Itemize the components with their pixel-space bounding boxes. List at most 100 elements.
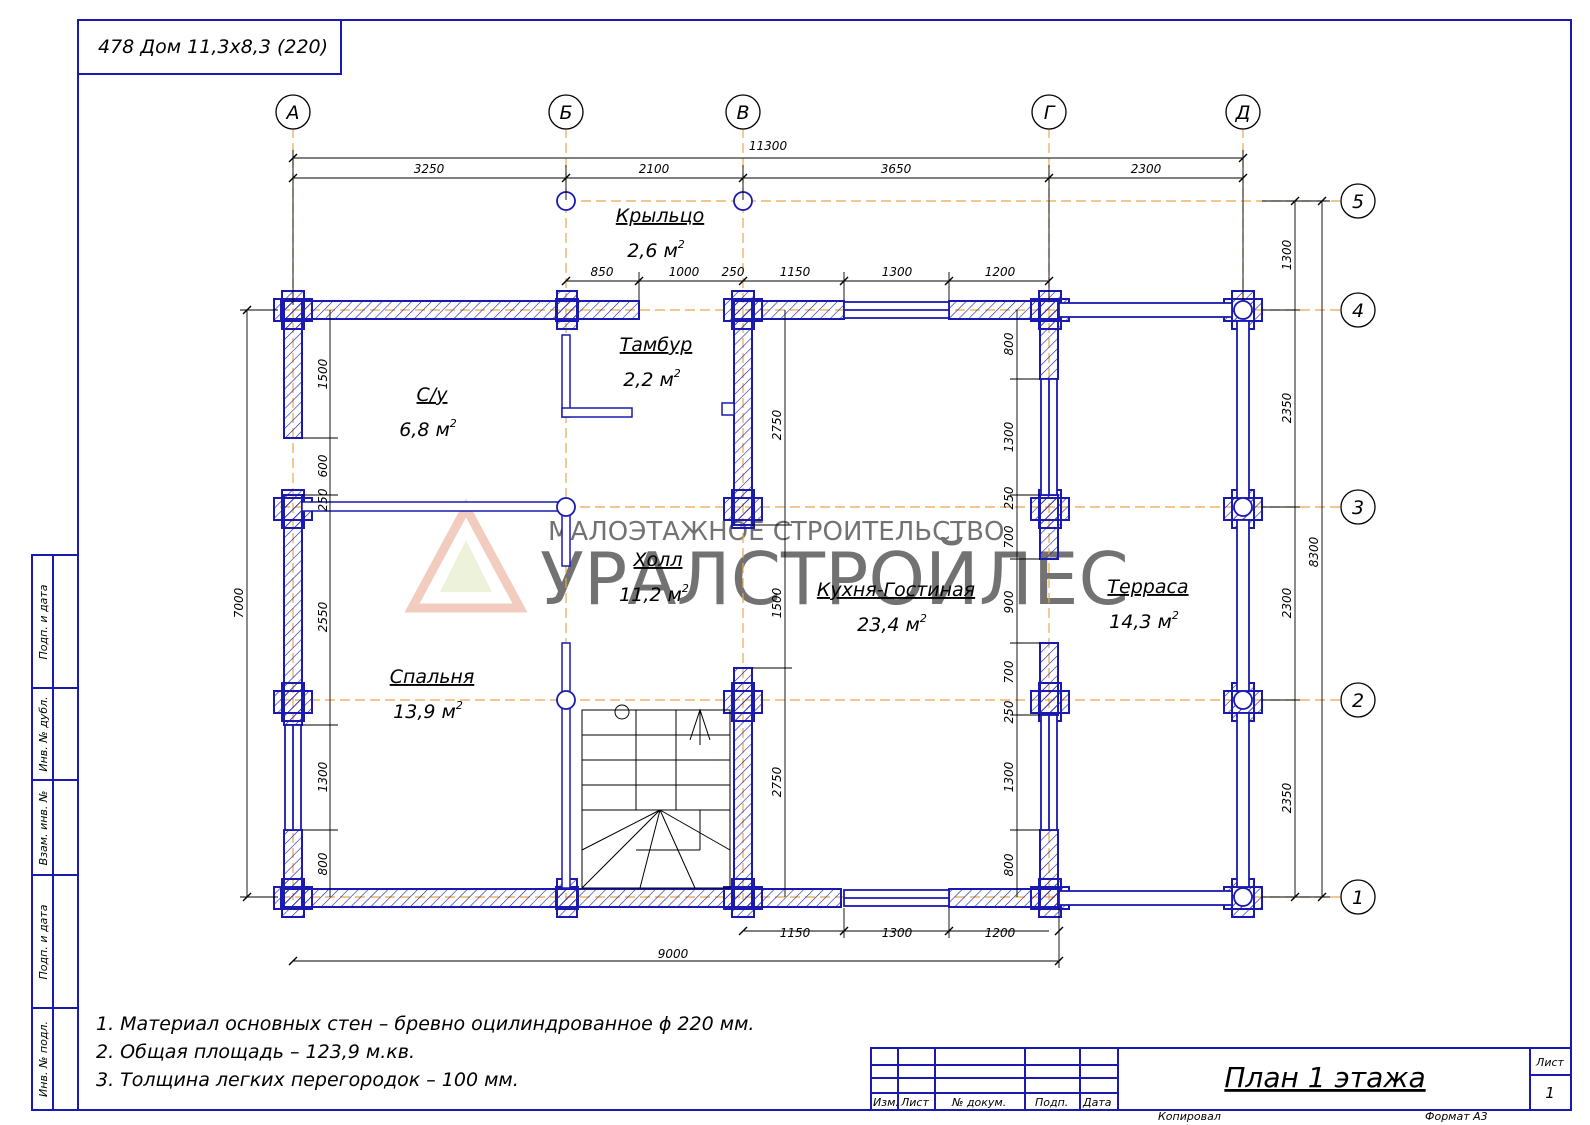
room-name: С/у: [417, 384, 449, 406]
dim-right-1: 1300: [1280, 239, 1294, 270]
room-bedroom: Спальня 13,9 м2: [390, 666, 475, 723]
notes: 1. Материал основных стен – бревно оцили…: [96, 1013, 754, 1091]
dim-top-1: 3250: [414, 162, 445, 176]
dim-kitchen-7: 250: [1002, 700, 1016, 723]
side-stamp: Подп. и дата Инв. № дубл. Взам. инв. № П…: [31, 554, 79, 1111]
dim-bottom-3: 1200: [985, 926, 1016, 940]
tb-header-3: № докум.: [951, 1096, 1006, 1109]
windows: [284, 301, 1250, 907]
axis-label-v: В: [736, 102, 749, 124]
walls: [273, 290, 1263, 918]
axis-label-d: Д: [1235, 102, 1251, 124]
dim-kitchen-9: 800: [1002, 853, 1016, 876]
room-bathroom: С/у 6,8 м2: [399, 384, 457, 441]
dim-kitchen-5: 900: [1002, 590, 1016, 613]
dim-left-3: 250: [316, 488, 330, 511]
dim-kitchen-2: 1300: [1002, 421, 1016, 452]
dim-left-5: 1300: [316, 761, 330, 792]
room-area: 23,4 м2: [857, 612, 927, 636]
dim-kitchen-6: 700: [1002, 660, 1016, 683]
watermark: МАЛОЭТАЖНОЕ СТРОИТЕЛЬСТВО УРАЛСТРОЙЛЕС: [404, 498, 1129, 621]
note-3: 3. Толщина легких перегородок – 100 мм.: [96, 1069, 519, 1091]
dim-porch-1: 850: [591, 265, 614, 279]
side-stamp-1: Подп. и дата: [37, 584, 50, 659]
room-name: Холл: [633, 549, 683, 571]
tb-header-4: Подп.: [1035, 1096, 1068, 1109]
dimension-lines: [240, 150, 1330, 968]
room-area: 13,9 м2: [393, 699, 463, 723]
dim-kitchen-4: 700: [1002, 525, 1016, 548]
dim-kitchen-1: 800: [1002, 332, 1016, 355]
note-2: 2. Общая площадь – 123,9 м.кв.: [96, 1041, 415, 1063]
room-name: Спальня: [390, 666, 475, 688]
room-name: Терраса: [1107, 576, 1188, 598]
side-stamp-2: Инв. № дубл.: [37, 696, 50, 771]
dim-overall-bottom: 9000: [658, 947, 689, 961]
dim-porch-5: 1300: [882, 265, 913, 279]
room-vestibule: Тамбур 2,2 м2: [620, 334, 693, 391]
tb-header-1: Изм.: [873, 1096, 899, 1109]
dim-porch-4: 1150: [780, 265, 811, 279]
room-area: 11,2 м2: [619, 582, 689, 606]
axis-label-g: Г: [1044, 102, 1056, 124]
dim-left-4: 2550: [316, 601, 330, 632]
dim-right-3: 2300: [1280, 587, 1294, 618]
dim-top-4: 2300: [1131, 162, 1162, 176]
room-name: Кухня-Гостиная: [817, 579, 975, 601]
dim-top-2: 2100: [639, 162, 670, 176]
room-porch: Крыльцо 2,6 м2: [616, 205, 704, 262]
dim-top-3: 3650: [881, 162, 912, 176]
watermark-logo-icon: [404, 498, 528, 613]
dim-overall-top: 11300: [749, 139, 788, 153]
side-stamp-4: Подп. и дата: [37, 904, 50, 979]
room-name: Тамбур: [620, 334, 693, 356]
dimension-texts: 11300 3250 2100 3650 2300 850 1000 250 1…: [414, 139, 1162, 961]
dim-porch-6: 1200: [985, 265, 1016, 279]
room-area: 14,3 м2: [1109, 609, 1179, 633]
dim-left-overall: 7000: [232, 587, 246, 618]
dim-left-6: 800: [316, 852, 330, 875]
room-area: 2,6 м2: [627, 238, 685, 262]
dim-right-overall: 8300: [1307, 536, 1321, 567]
axis-label-2: 2: [1352, 690, 1364, 712]
sheet-number: 1: [1545, 1084, 1555, 1102]
axis-labels: А Б В Г Д 5 4 3 2 1: [285, 102, 1365, 909]
sheet-label: Лист: [1535, 1056, 1564, 1069]
dim-left-2: 600: [316, 454, 330, 477]
title-block: Изм. Лист № докум. Подп. Дата План 1 эта…: [870, 1047, 1572, 1123]
vertical-dimension-texts: 7000 1500 600 250 2550 1300 800 2750 150…: [232, 239, 1321, 876]
tb-header-2: Лист: [900, 1096, 929, 1109]
sheet-title: План 1 этажа: [1224, 1061, 1425, 1094]
dim-bottom-2: 1300: [882, 926, 913, 940]
porch-posts: [556, 191, 1253, 907]
room-kitchen-living: Кухня-Гостиная 23,4 м2: [817, 579, 975, 636]
project-title: 478 Дом 11,3х8,3 (220): [98, 36, 328, 58]
dim-right-4: 2350: [1280, 782, 1294, 813]
axis-label-4: 4: [1352, 300, 1364, 322]
axis-lines: [280, 128, 1340, 900]
watermark-line2: УРАЛСТРОЙЛЕС: [540, 537, 1129, 621]
room-area: 2,2 м2: [623, 367, 681, 391]
axis-label-3: 3: [1352, 497, 1364, 519]
side-stamp-5: Инв. № подл.: [37, 1021, 50, 1097]
dim-center-3: 2750: [770, 766, 784, 797]
dim-porch-2: 1000: [669, 265, 700, 279]
room-hall: Холл 11,2 м2: [619, 549, 689, 606]
room-area: 6,8 м2: [399, 417, 457, 441]
dim-right-2: 2350: [1280, 392, 1294, 423]
room-terrace: Терраса 14,3 м2: [1107, 576, 1188, 633]
dimension-ticks: [242, 153, 1327, 966]
axis-label-a: А: [285, 102, 300, 124]
axis-label-5: 5: [1352, 191, 1364, 213]
axis-markers: [275, 94, 1376, 915]
dim-bottom-1: 1150: [780, 926, 811, 940]
note-1: 1. Материал основных стен – бревно оцили…: [96, 1013, 754, 1035]
staircase: [581, 704, 731, 889]
axis-label-1: 1: [1352, 887, 1364, 909]
tb-header-5: Дата: [1082, 1096, 1112, 1109]
dim-kitchen-3: 250: [1002, 486, 1016, 509]
dim-center-1: 2750: [770, 409, 784, 440]
dim-center-2: 1500: [770, 587, 784, 618]
dim-kitchen-8: 1300: [1002, 761, 1016, 792]
format-label: Формат А3: [1425, 1110, 1488, 1123]
